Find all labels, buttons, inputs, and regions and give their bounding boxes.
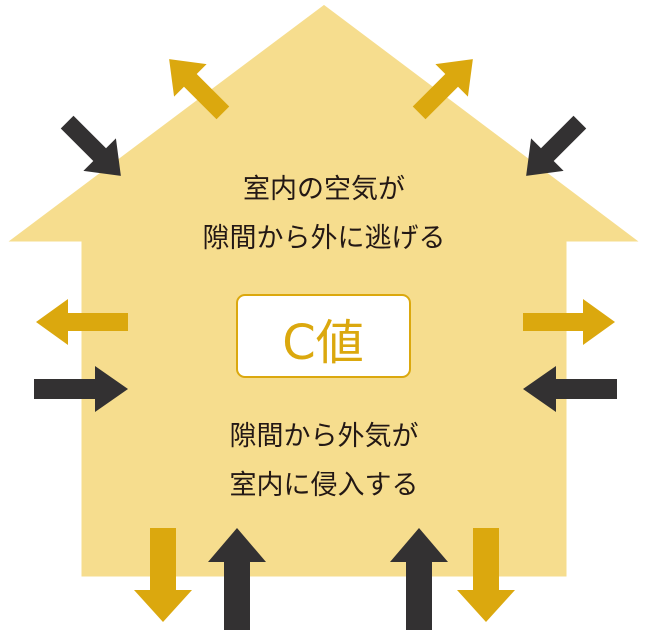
inflow-arrows [34, 115, 617, 630]
arrow-in-icon [390, 528, 448, 630]
house-shape [0, 1, 647, 580]
arrow-out-icon [412, 59, 473, 120]
top-text-line2: 隙間から外に逃げる [203, 223, 446, 254]
badge-label: C値 [282, 315, 364, 371]
arrow-in-icon [526, 115, 587, 176]
arrow-in-icon [208, 528, 266, 630]
bottom-text-line1: 隙間から外気が [230, 421, 419, 452]
arrow-out-icon [169, 59, 230, 120]
arrow-in-icon [60, 115, 121, 176]
arrow-out-icon [457, 528, 515, 622]
arrow-out-icon [36, 299, 128, 345]
c-value-badge: C値 [236, 294, 411, 378]
top-text-line1: 室内の空気が [243, 174, 405, 205]
arrow-in-icon [523, 366, 617, 412]
badge-frame [236, 294, 411, 378]
bottom-text-line2: 室内に侵入する [230, 470, 419, 501]
arrow-in-icon [34, 366, 128, 412]
arrow-out-icon [523, 299, 615, 345]
outflow-arrows [36, 59, 615, 622]
arrow-out-icon [134, 528, 192, 622]
